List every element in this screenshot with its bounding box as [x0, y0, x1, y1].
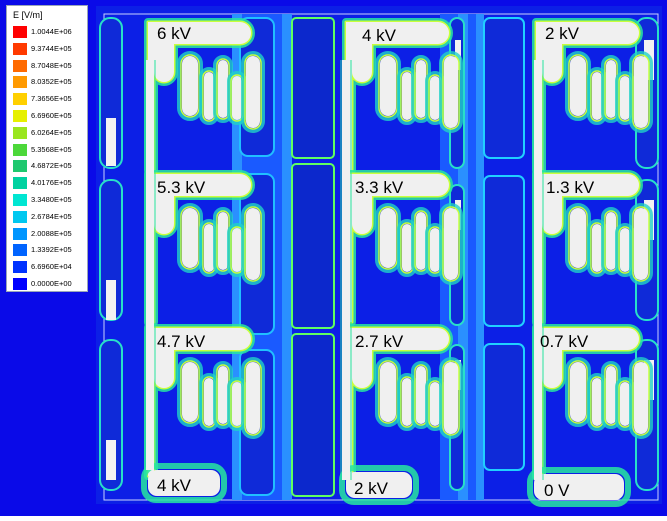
voltage-label-r2c2: 3.3 kV	[355, 178, 404, 197]
legend-swatch	[13, 210, 27, 223]
legend-swatch	[13, 42, 27, 55]
legend-swatch	[13, 76, 27, 89]
electrode-pad	[527, 467, 631, 507]
legend-swatch	[13, 278, 27, 290]
legend-swatch	[13, 261, 27, 274]
legend-label: 4.6872E+05	[31, 161, 72, 171]
legend-swatch	[13, 143, 27, 156]
legend-label: 2.6784E+05	[31, 211, 72, 221]
legend-label: 8.7048E+05	[31, 60, 72, 70]
legend-swatch	[13, 110, 27, 122]
voltage-label-r1c1: 6 kV	[157, 24, 192, 43]
electrode-cell	[532, 18, 653, 174]
legend-swatch	[13, 160, 27, 173]
voltage-label-r3c1: 4.7 kV	[157, 332, 206, 351]
legend-label: 0.0000E+00	[31, 279, 72, 288]
legend-swatch	[13, 244, 27, 257]
voltage-label-r4c2: 2 kV	[354, 479, 389, 498]
legend-label: 4.0176E+05	[31, 178, 72, 188]
electrode-cell	[342, 324, 463, 480]
legend-label: 3.3480E+05	[31, 195, 72, 204]
legend-swatch	[13, 26, 27, 38]
legend-title: E [V/m]	[13, 10, 43, 20]
electrode-pad	[339, 465, 419, 505]
voltage-label-r4c1: 4 kV	[157, 476, 192, 495]
legend-label: 1.0044E+06	[31, 27, 72, 36]
legend-swatch	[13, 194, 27, 206]
electrode-cell	[342, 170, 463, 326]
voltage-label-r1c3: 2 kV	[545, 24, 580, 43]
voltage-label-r2c1: 5.3 kV	[157, 178, 206, 197]
voltage-label-r3c3: 0.7 kV	[540, 332, 589, 351]
voltage-label-r1c2: 4 kV	[362, 26, 397, 45]
legend-swatch	[13, 126, 27, 139]
legend-label: 7.3656E+05	[31, 94, 72, 104]
voltage-label-r3c2: 2.7 kV	[355, 332, 404, 351]
legend-label: 6.6960E+05	[31, 111, 72, 120]
voltage-label-r4c3: 0 V	[544, 481, 570, 500]
electrode-cell	[342, 18, 463, 174]
legend-swatch	[13, 59, 27, 72]
legend-label: 6.0264E+05	[31, 127, 72, 137]
voltage-label-r2c3: 1.3 kV	[546, 178, 595, 197]
legend-swatch	[13, 93, 27, 106]
legend-label: 9.3744E+05	[31, 43, 72, 53]
legend-label: 2.0088E+05	[31, 228, 72, 238]
electrode-pad	[141, 463, 227, 503]
legend-label: 1.3392E+05	[31, 245, 72, 255]
legend-swatch	[13, 227, 27, 240]
legend-label: 8.0352E+05	[31, 77, 72, 87]
legend-label: 5.3568E+05	[31, 144, 72, 154]
legend-label: 6.6960E+04	[31, 262, 72, 272]
color-legend: E [V/m] 1.0044E+06 9.3744E+05 8.7048E+05 8.…	[6, 5, 88, 292]
electrode-cell	[144, 324, 265, 480]
legend-swatch	[13, 177, 27, 190]
electrodes	[141, 18, 653, 507]
